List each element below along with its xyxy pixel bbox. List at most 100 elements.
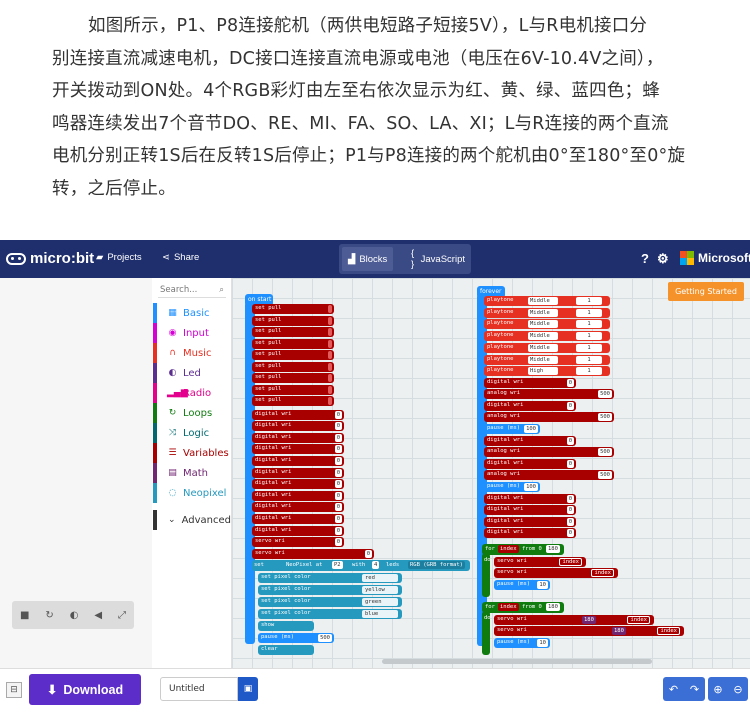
block-value[interactable]: 1 [576, 320, 602, 329]
block-value[interactable]: 100 [524, 424, 538, 433]
block-value[interactable]: 10 [537, 638, 548, 647]
category-music[interactable]: ∩ Music [153, 343, 231, 363]
block-value[interactable]: 1 [576, 367, 602, 376]
stop-icon[interactable]: ■ [19, 609, 30, 621]
set-pull-block[interactable]: set pull [252, 361, 334, 372]
pause-block[interactable]: pause (ms)500 [258, 633, 334, 644]
category-basic[interactable]: ▦ Basic [153, 303, 231, 323]
block-value[interactable]: Middle [528, 297, 558, 305]
zoom-in-icon[interactable]: ⊕ [713, 682, 723, 696]
collapse-simulator-button[interactable]: ⊟ [6, 682, 22, 698]
download-button[interactable]: ⬇ Download [29, 674, 141, 705]
tab-javascript[interactable]: { } JavaScript [405, 247, 471, 271]
zoom-out-icon[interactable]: ⊖ [733, 682, 743, 696]
block-value[interactable] [328, 328, 332, 336]
block-value[interactable]: index [498, 602, 519, 611]
block-value[interactable]: Middle [528, 343, 558, 352]
block-value[interactable]: 0 [334, 491, 342, 500]
pause-block[interactable]: pause (ms)10 [494, 637, 550, 648]
block-value[interactable]: 1 [576, 343, 602, 352]
block-value[interactable]: 1 [576, 308, 602, 317]
pause-block[interactable]: pause (ms)100 [484, 423, 540, 434]
category-variables[interactable]: ☰ Variables [153, 443, 231, 463]
block-value[interactable]: P2 [332, 561, 343, 570]
block-value[interactable]: green [362, 598, 398, 607]
block-value[interactable]: 0 [566, 529, 574, 538]
block-value[interactable]: index [591, 569, 614, 578]
category-logic[interactable]: ⤨ Logic [153, 423, 231, 443]
block-value[interactable]: Middle [528, 320, 558, 329]
block-value[interactable]: index [559, 557, 582, 566]
category-input[interactable]: ◉ Input [153, 323, 231, 343]
block-value[interactable]: 0 [364, 549, 372, 558]
category-led[interactable]: ◐ Led [153, 363, 231, 383]
block-value[interactable] [328, 362, 332, 371]
set-pull-block[interactable]: set pull [252, 304, 334, 314]
block-value[interactable]: 0 [334, 480, 342, 489]
block-value[interactable]: 4 [372, 561, 380, 570]
restart-icon[interactable]: ↻ [45, 609, 54, 621]
block-value[interactable]: 1 [576, 332, 602, 341]
block-value[interactable]: 0 [334, 503, 342, 512]
category-loops[interactable]: ↻ Loops [153, 403, 231, 423]
block-value[interactable] [328, 316, 332, 325]
block-value[interactable]: 0 [334, 445, 342, 454]
block-value[interactable]: 0 [334, 422, 342, 431]
project-name-input[interactable]: Untitled [160, 677, 238, 701]
block-value[interactable]: Middle [528, 308, 558, 317]
block-value[interactable]: 0 [566, 436, 574, 445]
block-value[interactable]: 0 [566, 494, 574, 503]
block-value[interactable]: High [528, 367, 558, 376]
block-value[interactable]: blue [362, 610, 398, 619]
block-value[interactable]: 500 [318, 634, 332, 643]
block-value[interactable]: RGB (GRB format) [408, 561, 465, 570]
block-value[interactable]: 180 [546, 544, 560, 553]
category-radio[interactable]: ▂▄▆ Radio [153, 383, 231, 403]
set-pull-block[interactable]: set pull [252, 384, 334, 395]
block-value[interactable]: Middle [528, 355, 558, 364]
block-value[interactable]: 500 [598, 448, 612, 457]
block-value[interactable]: Middle [528, 332, 558, 341]
pause-block[interactable]: pause (ms)100 [484, 481, 540, 492]
tab-blocks[interactable]: ▟ Blocks [342, 247, 394, 271]
redo-icon[interactable]: ↷ [689, 682, 700, 696]
workspace-scrollbar[interactable] [382, 659, 652, 664]
pause-block[interactable]: pause (ms)10 [494, 579, 550, 590]
block-value[interactable]: 180 [546, 602, 560, 611]
undo-icon[interactable]: ↶ [668, 682, 679, 696]
microbit-logo[interactable]: micro:bit [6, 250, 94, 267]
block-value[interactable] [328, 397, 332, 405]
block-value[interactable]: 0 [334, 456, 342, 465]
block-value[interactable] [328, 374, 332, 382]
set-pull-block[interactable]: set pull [252, 338, 334, 349]
block-value[interactable]: 0 [566, 401, 574, 410]
block-value[interactable]: index [657, 627, 680, 636]
block-value[interactable]: 10 [537, 580, 548, 589]
getting-started-button[interactable]: Getting Started [668, 282, 744, 301]
